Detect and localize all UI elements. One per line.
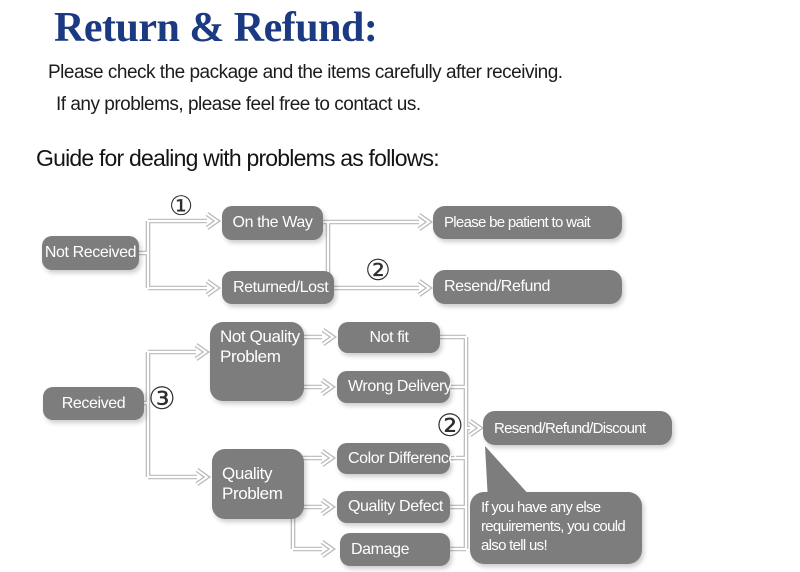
arrowheads-inner (195, 213, 482, 557)
step-marker-1: ① (169, 191, 194, 222)
bubble-line-1: If you have any else (481, 499, 601, 516)
speech-bubble-tail (485, 446, 531, 501)
node-resend-refund: Resend/Refund (433, 270, 622, 304)
guide-heading: Guide for dealing with problems as follo… (36, 145, 440, 171)
step-marker-3: ③ (148, 381, 176, 417)
node-wrong-delivery: Wrong Delivery (337, 371, 452, 403)
node-please-be-patient: Please be patient to wait (433, 206, 622, 239)
intro-line-1: Please check the package and the items c… (48, 62, 563, 83)
node-returned-lost: Returned/Lost (222, 271, 334, 304)
node-color-difference: Color Difference (337, 443, 457, 474)
node-damage: Damage (340, 533, 450, 566)
step-marker-2-top: ② (365, 253, 391, 287)
page-title: Return & Refund: (54, 5, 378, 51)
bubble-line-2: requirements, you could (481, 518, 626, 536)
node-resend-refund-discount: Resend/Refund/Discount (483, 411, 672, 445)
node-quality-defect: Quality Defect (337, 491, 450, 523)
node-on-the-way: On the Way (222, 206, 323, 240)
speech-bubble: If you have any else requirements, you c… (470, 492, 642, 564)
node-not-received: Not Received (42, 236, 139, 270)
node-not-quality-problem: Not Quality Problem (210, 322, 304, 401)
node-not-fit: Not fit (338, 322, 440, 353)
node-quality-problem: Quality Problem (212, 449, 304, 519)
bubble-line-3: also tell us! (481, 537, 548, 555)
intro-line-2: If any problems, please feel free to con… (56, 94, 421, 115)
node-received: Received (43, 387, 144, 420)
step-marker-2-bottom: ② (436, 408, 464, 444)
